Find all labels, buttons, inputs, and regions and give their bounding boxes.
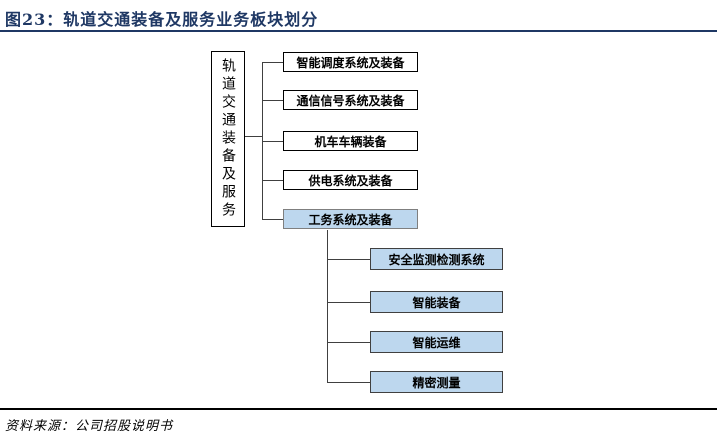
node-intelligent-maintenance: 智能运维 [370,331,503,353]
node-precision-measurement: 精密测量 [370,371,503,393]
connector-stub-l3-4 [327,382,370,383]
node-intelligent-equipment: 智能装备 [370,291,503,313]
connector-stub-l2-2 [262,100,283,101]
connector-stub-l3-2 [327,302,370,303]
node-locomotive-vehicle: 机车车辆装备 [283,131,418,151]
node-safety-monitoring: 安全监测检测系统 [370,248,503,270]
connector-stub-l3-1 [327,259,370,260]
figure-title: 图23：轨道交通装备及服务业务板块划分 [5,10,319,29]
diagram-root-box: 轨道交通装备及服务 [211,51,245,227]
node-communication-signal: 通信信号系统及装备 [283,90,418,110]
connector-level3-trunk [327,230,328,382]
source-note: 资料来源：公司招股说明书 [5,419,174,434]
title-underline [0,30,717,32]
connector-root-horizontal [245,136,262,137]
node-track-works-highlighted: 工务系统及装备 [283,209,418,229]
node-intelligent-dispatch: 智能调度系统及装备 [283,52,418,72]
connector-stub-l2-1 [262,62,283,63]
diagram-root-label: 轨道交通装备及服务 [220,58,236,220]
connector-stub-l2-5 [262,219,283,220]
connector-stub-l2-3 [262,141,283,142]
connector-stub-l2-4 [262,180,283,181]
connector-stub-l3-3 [327,342,370,343]
source-divider [0,408,717,410]
node-power-supply: 供电系统及装备 [283,170,418,190]
